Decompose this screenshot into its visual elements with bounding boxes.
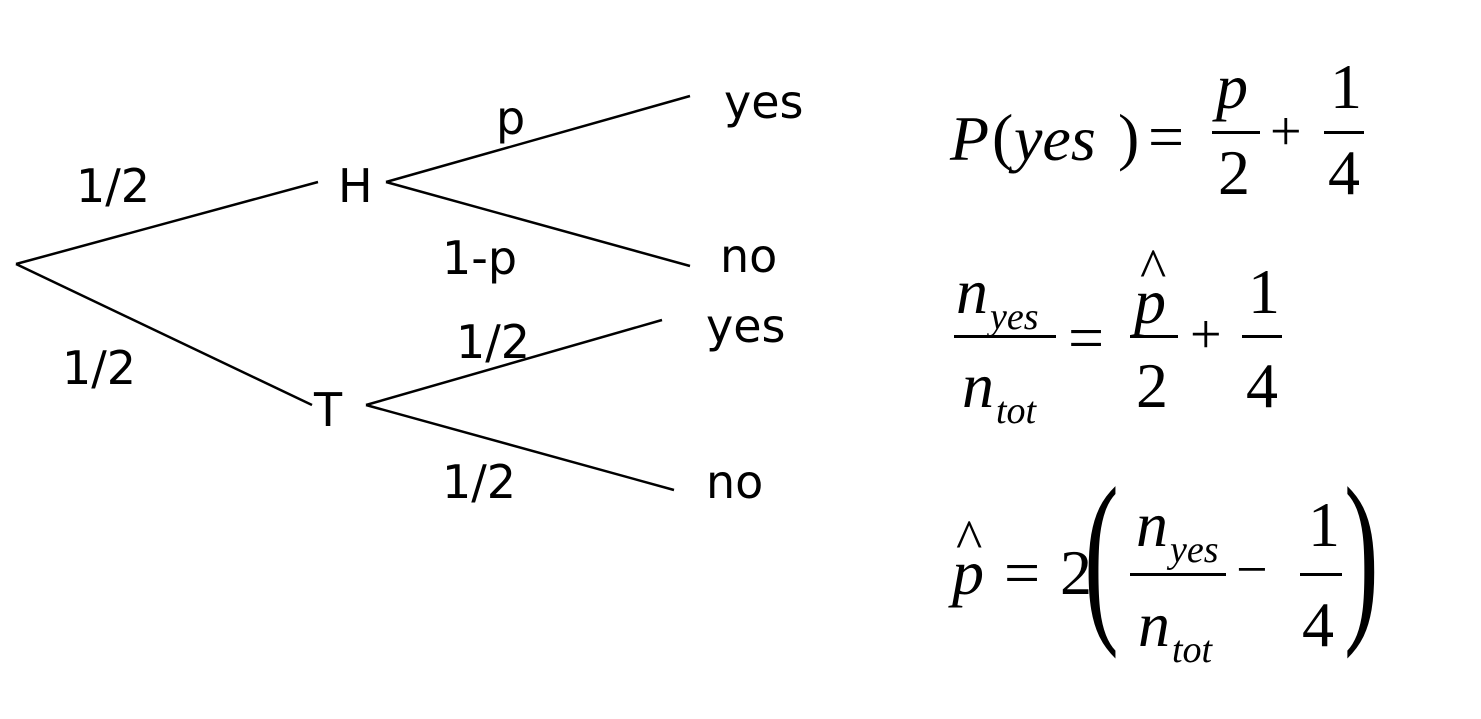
eq3-den-n: n bbox=[1138, 589, 1170, 660]
eq3-frac2-bar bbox=[1300, 573, 1342, 576]
eq3-open-paren: ( bbox=[1084, 450, 1119, 660]
eq3-coefficient: 2 bbox=[1060, 537, 1092, 608]
eq1-frac1-bar bbox=[1212, 131, 1260, 134]
eq2-frac2-bar bbox=[1242, 335, 1282, 338]
label-tails-yes-prob: 1/2 bbox=[456, 315, 530, 369]
eq2-num-n: n bbox=[956, 256, 988, 327]
edge-heads-yes bbox=[385, 94, 691, 184]
eq1-close-paren: ) bbox=[1118, 101, 1140, 172]
outcome-tails-no: no bbox=[706, 455, 763, 509]
outcome-heads-yes: yes bbox=[724, 75, 804, 129]
node-heads: H bbox=[338, 159, 373, 213]
equation-p-yes: P ( yes ) = p 2 + 1 4 bbox=[950, 50, 1370, 220]
eq3-num-subscript: yes bbox=[1170, 529, 1219, 571]
label-root-tails-prob: 1/2 bbox=[62, 341, 136, 395]
eq3-den-subscript: tot bbox=[1172, 629, 1213, 671]
eq3-frac2-denominator: 4 bbox=[1302, 589, 1334, 660]
eq3-hat: ^ bbox=[956, 509, 983, 571]
eq3-frac-numerator: nyes bbox=[1136, 488, 1219, 571]
eq2-den-subscript: tot bbox=[996, 390, 1037, 432]
eq1-equals: = bbox=[1148, 101, 1185, 172]
eq2-hat: ^ bbox=[1140, 238, 1167, 300]
label-tails-no-prob: 1/2 bbox=[442, 455, 516, 509]
eq1-frac1-denominator: 2 bbox=[1218, 137, 1250, 208]
eq2-plus: + bbox=[1190, 304, 1222, 366]
eq3-equals: = bbox=[1004, 537, 1041, 608]
eq2-lhs-bar bbox=[954, 335, 1056, 338]
eq1-frac2-numerator: 1 bbox=[1330, 51, 1362, 122]
edge-tails-yes bbox=[365, 318, 663, 407]
eq1-yes-var: yes bbox=[1014, 103, 1096, 174]
node-tails: T bbox=[313, 383, 343, 437]
eq2-lhs-numerator: nyes bbox=[956, 255, 1039, 338]
label-heads-yes-prob: p bbox=[496, 91, 525, 145]
eq1-frac2-denominator: 4 bbox=[1328, 137, 1360, 208]
label-root-heads-prob: 1/2 bbox=[76, 159, 150, 213]
eq3-minus: − bbox=[1236, 539, 1268, 601]
edge-root-tails bbox=[15, 262, 313, 407]
eq2-equals: = bbox=[1068, 302, 1105, 373]
eq3-frac2-numerator: 1 bbox=[1308, 489, 1340, 560]
eq2-num-subscript: yes bbox=[990, 296, 1039, 338]
probability-tree: 1/2 1/2 H T p 1-p 1/2 1/2 yes no yes no bbox=[15, 75, 804, 509]
eq3-num-n: n bbox=[1136, 489, 1168, 560]
eq3-close-paren: ) bbox=[1344, 450, 1379, 660]
outcome-tails-yes: yes bbox=[706, 299, 786, 353]
equation-estimate: nyes ntot = ^ p 2 + 1 4 bbox=[950, 238, 1370, 445]
edge-root-heads bbox=[15, 180, 319, 266]
eq2-frac2-denominator: 4 bbox=[1246, 350, 1278, 421]
eq2-frac1-denominator: 2 bbox=[1136, 350, 1168, 421]
outcome-heads-no: no bbox=[720, 229, 777, 283]
eq3-frac-denominator: ntot bbox=[1138, 588, 1212, 671]
eq1-plus: + bbox=[1270, 101, 1302, 163]
eq2-frac1-numerator: p bbox=[1134, 266, 1166, 337]
eq2-lhs-denominator: ntot bbox=[962, 349, 1036, 432]
edge-tails-no bbox=[365, 403, 675, 492]
eq3-p-hat: p bbox=[952, 537, 984, 608]
equation-p-hat: ^ p = 2 ( nyes ntot − 1 4 ) bbox=[950, 460, 1380, 690]
edge-heads-no bbox=[385, 180, 691, 268]
eq2-frac2-numerator: 1 bbox=[1248, 256, 1280, 327]
eq2-den-n: n bbox=[962, 350, 994, 421]
eq2-frac1-bar bbox=[1130, 335, 1178, 338]
label-heads-no-prob: 1-p bbox=[442, 231, 517, 285]
eq3-frac-bar bbox=[1130, 573, 1226, 576]
eq1-open-paren: ( bbox=[992, 101, 1014, 172]
eq1-frac2-bar bbox=[1324, 131, 1364, 134]
eq1-frac1-numerator: p bbox=[1216, 51, 1248, 122]
eq1-p-symbol: P bbox=[950, 103, 990, 174]
